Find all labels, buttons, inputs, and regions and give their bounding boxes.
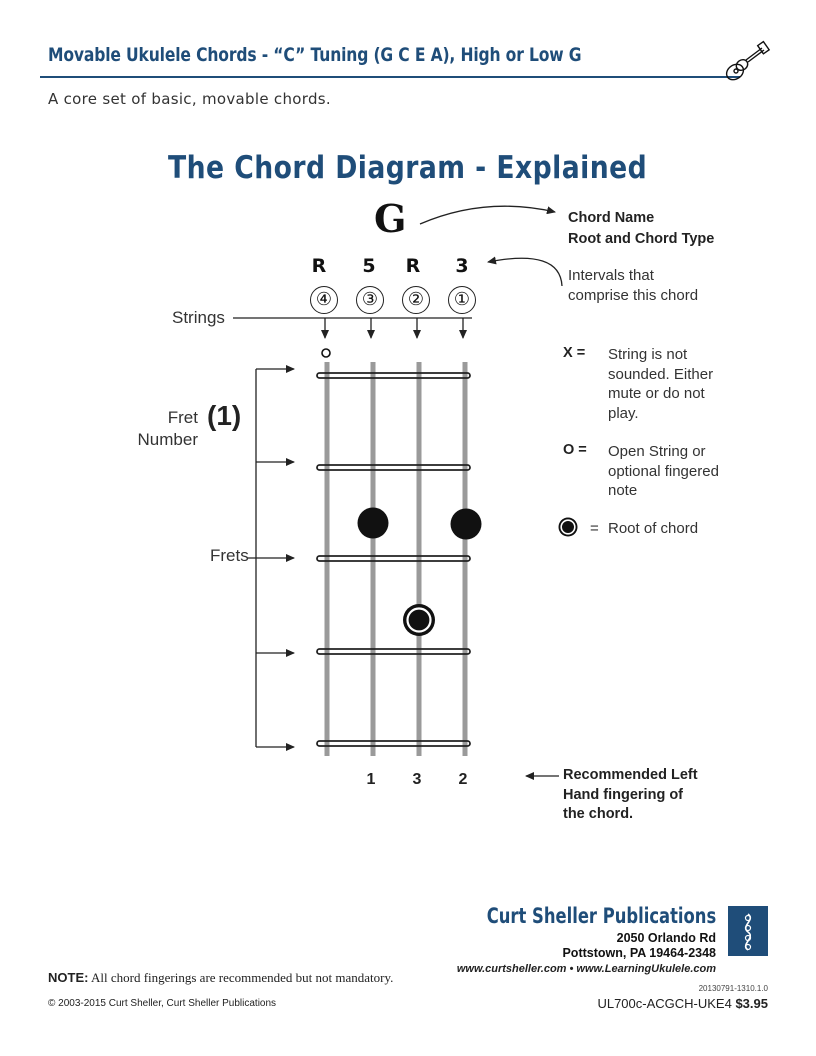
diagram-title-wrap: The Chord Diagram - Explained xyxy=(0,150,816,186)
open-string-marker xyxy=(321,348,331,358)
publisher-address-line1: 2050 Orlando Rd xyxy=(616,931,716,945)
publisher-name: Curt Sheller Publications xyxy=(486,904,716,928)
finger-dot-string-1 xyxy=(450,508,482,540)
legend-o-line3: note xyxy=(608,482,638,499)
string-number-1: ① xyxy=(448,286,476,314)
fret-bar-2 xyxy=(316,555,471,562)
fingering-label-line3: the chord. xyxy=(563,806,634,822)
fret-bar-1 xyxy=(316,464,471,471)
legend-o-key: O = xyxy=(563,442,587,458)
fingering-label-line1: Recommended Left xyxy=(563,767,698,783)
publisher-logo-icon xyxy=(744,913,752,951)
publisher-logo xyxy=(728,906,768,956)
legend-x-line2: sounded. Either xyxy=(608,365,714,383)
product-price: $3.95 xyxy=(735,996,768,1011)
footer-note-text: All chord fingerings are recommended but… xyxy=(91,970,394,985)
legend-root-text: Root of chord xyxy=(608,520,699,537)
ukulele-icon xyxy=(725,40,771,81)
intervals-label: Intervals that comprise this chord xyxy=(568,266,698,305)
chord-name-label-line2: Root and Chord Type xyxy=(568,231,715,247)
finger-dot-string-3 xyxy=(357,507,389,539)
chord-name: G xyxy=(374,196,407,241)
fret-bar-0 xyxy=(316,372,471,379)
chord-name-label-line1: Chord Name xyxy=(568,210,655,226)
document-code: 20130791-1310.1.0 xyxy=(698,984,768,993)
strings-label: Strings xyxy=(172,308,225,327)
fret-number-label-line2: Number xyxy=(137,430,198,449)
legend-root-key: = xyxy=(590,520,599,537)
legend-x-line3: mute or do not xyxy=(608,385,705,402)
string-number-3: ③ xyxy=(356,286,384,314)
footer-note-label: NOTE: xyxy=(48,970,89,985)
interval-string-1: 3 xyxy=(455,255,469,277)
diagram-title: The Chord Diagram - Explained xyxy=(168,150,648,186)
intervals-label-line1: Intervals that xyxy=(568,267,654,284)
fret-bar-4 xyxy=(316,740,471,747)
string-number-4: ④ xyxy=(310,286,338,314)
frets-label: Frets xyxy=(210,546,249,565)
interval-string-2: R xyxy=(405,255,421,277)
fingering-string-3: 1 xyxy=(366,771,376,788)
product-line: UL700c-ACGCH-UKE4 $3.95 xyxy=(597,996,768,1011)
fingering-label-line2: Hand fingering of xyxy=(563,786,684,803)
publisher-address-line2: Pottstown, PA 19464-2348 xyxy=(562,946,716,960)
intervals-label-line2: comprise this chord xyxy=(568,286,699,304)
legend-x-key: X = xyxy=(563,345,586,361)
legend-o-text: Open String or optional fingered note xyxy=(608,442,719,501)
copyright: © 2003-2015 Curt Sheller, Curt Sheller P… xyxy=(48,998,277,1009)
legend-o-line2: optional fingered xyxy=(608,462,719,480)
footer-note: NOTE: All chord fingerings are recommend… xyxy=(48,970,393,986)
fret-number-label: Fret Number xyxy=(120,407,198,451)
chord-name-label: Chord Name Root and Chord Type xyxy=(568,208,714,250)
legend-x-line4: play. xyxy=(608,404,639,422)
fret-number: (1) xyxy=(207,400,242,431)
string-number-2: ② xyxy=(402,286,430,314)
fingering-string-2: 3 xyxy=(412,771,422,788)
publisher-websites: www.curtsheller.com • www.LearningUkulel… xyxy=(456,963,716,975)
interval-string-3: 5 xyxy=(362,255,376,277)
fret-bar-3 xyxy=(316,648,471,655)
fingering-string-1: 2 xyxy=(458,771,468,788)
legend-x-text: String is not sounded. Either mute or do… xyxy=(608,345,713,423)
product-code: UL700c-ACGCH-UKE4 xyxy=(597,996,732,1011)
fingering-label: Recommended Left Hand fingering of the c… xyxy=(563,766,698,825)
legend-o-line1: Open String or xyxy=(608,443,706,460)
page-subtitle: A core set of basic, movable chords. xyxy=(48,90,331,108)
header-title: Movable Ukulele Chords - “C” Tuning (G C… xyxy=(48,44,582,66)
root-dot-ring xyxy=(406,607,432,633)
header-rule xyxy=(40,76,740,78)
fret-number-label-line1: Fret xyxy=(167,408,198,427)
interval-string-4: R xyxy=(311,255,327,277)
legend-x-line1: String is not xyxy=(608,346,688,363)
